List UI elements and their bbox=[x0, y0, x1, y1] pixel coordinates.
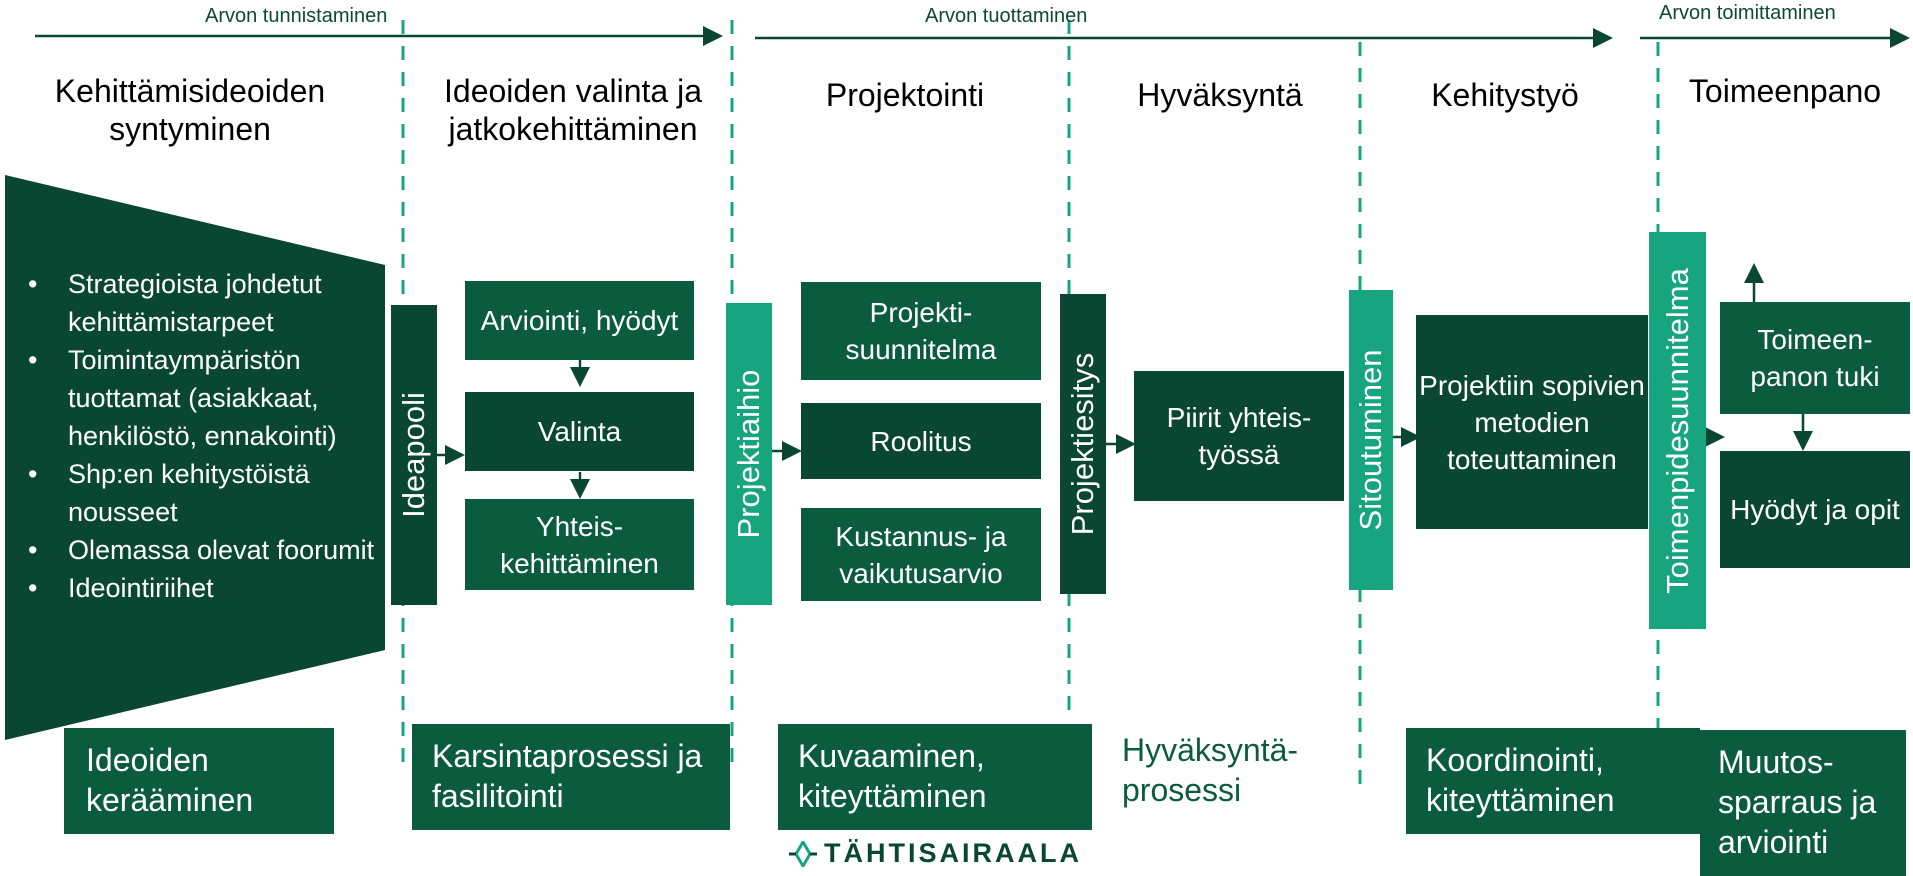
box-piirit: Piirit yhteis-työssä bbox=[1134, 371, 1344, 501]
stage-title-implementation: Toimeenpano bbox=[1688, 73, 1882, 109]
gate-ideapooli-label: Ideapooli bbox=[396, 392, 431, 518]
box-toimeenpanon-tuki: Toimeen-panon tuki bbox=[1720, 302, 1910, 414]
list-item: Strategioista johdetut kehittämistarpeet bbox=[20, 265, 380, 341]
box-hyodyt: Hyödyt ja opit bbox=[1720, 451, 1910, 568]
bottom-kuvaaminen: Kuvaaminen, kiteyttäminen bbox=[778, 724, 1092, 830]
box-roolitus: Roolitus bbox=[801, 403, 1041, 479]
bottom-karsinta: Karsintaprosessi ja fasilitointi bbox=[412, 724, 730, 830]
stage-title-projecting: Projektointi bbox=[825, 77, 985, 113]
phase-label-identification: Arvon tunnistaminen bbox=[205, 5, 388, 27]
gate-toimenpidesuunnitelma: Toimenpidesuunnitelma bbox=[1649, 232, 1706, 629]
bottom-muutos: Muutos-sparraus ja arviointi bbox=[1700, 730, 1906, 876]
list-item: Olemassa olevat foorumit bbox=[20, 531, 380, 569]
bottom-koordinointi: Koordinointi, kiteyttäminen bbox=[1406, 728, 1700, 834]
phase-label-production: Arvon tuottaminen bbox=[925, 5, 1088, 27]
stage-title-ideas-birth: Kehittämisideoiden syntyminen bbox=[54, 73, 326, 147]
gate-projektiesitys-label: Projektiesitys bbox=[1065, 352, 1100, 536]
tahtisairaala-logo: TÄHTISAIRAALA bbox=[788, 838, 1082, 869]
gate-ideapooli: Ideapooli bbox=[391, 305, 437, 605]
stage-title-development: Kehitystyö bbox=[1431, 77, 1579, 113]
stage-title-approval: Hyväksyntä bbox=[1137, 77, 1303, 113]
box-yhteiskehittaminen: Yhteis-kehittäminen bbox=[465, 499, 694, 590]
box-projektiin: Projektiin sopivien metodien toteuttamin… bbox=[1416, 315, 1648, 529]
idea-sources-list: Strategioista johdetut kehittämistarpeet… bbox=[20, 265, 380, 607]
stage-title-selection: Ideoiden valinta ja jatkokehittäminen bbox=[444, 73, 702, 147]
logo-text: TÄHTISAIRAALA bbox=[824, 838, 1082, 868]
gate-projektiaihio: Projektiaihio bbox=[726, 303, 772, 605]
list-item: Toimintaympäristön tuottamat (asiakkaat,… bbox=[20, 341, 380, 455]
gate-projektiaihio-label: Projektiaihio bbox=[731, 369, 766, 539]
box-arviointi: Arviointi, hyödyt bbox=[465, 281, 694, 360]
gate-sitoutuminen-label: Sitoutuminen bbox=[1353, 349, 1388, 531]
box-valinta: Valinta bbox=[465, 392, 694, 471]
gate-sitoutuminen: Sitoutuminen bbox=[1349, 290, 1393, 590]
box-kustannus: Kustannus- ja vaikutusarvio bbox=[801, 508, 1041, 601]
bottom-hyvaksynta: Hyväksyntä-prosessi bbox=[1122, 732, 1299, 808]
gate-toimenpidesuunnitelma-label: Toimenpidesuunnitelma bbox=[1659, 267, 1695, 594]
list-item: Shp:en kehitystöistä nousseet bbox=[20, 455, 380, 531]
phase-label-delivery: Arvon toimittaminen bbox=[1659, 2, 1836, 24]
box-projektisuunnitelma: Projekti-suunnitelma bbox=[801, 282, 1041, 380]
list-item: Ideointiriihet bbox=[20, 569, 380, 607]
star-logo-icon bbox=[789, 840, 817, 867]
gate-projektiesitys: Projektiesitys bbox=[1060, 294, 1106, 594]
bottom-keraaminen: Ideoiden kerääminen bbox=[64, 728, 334, 834]
